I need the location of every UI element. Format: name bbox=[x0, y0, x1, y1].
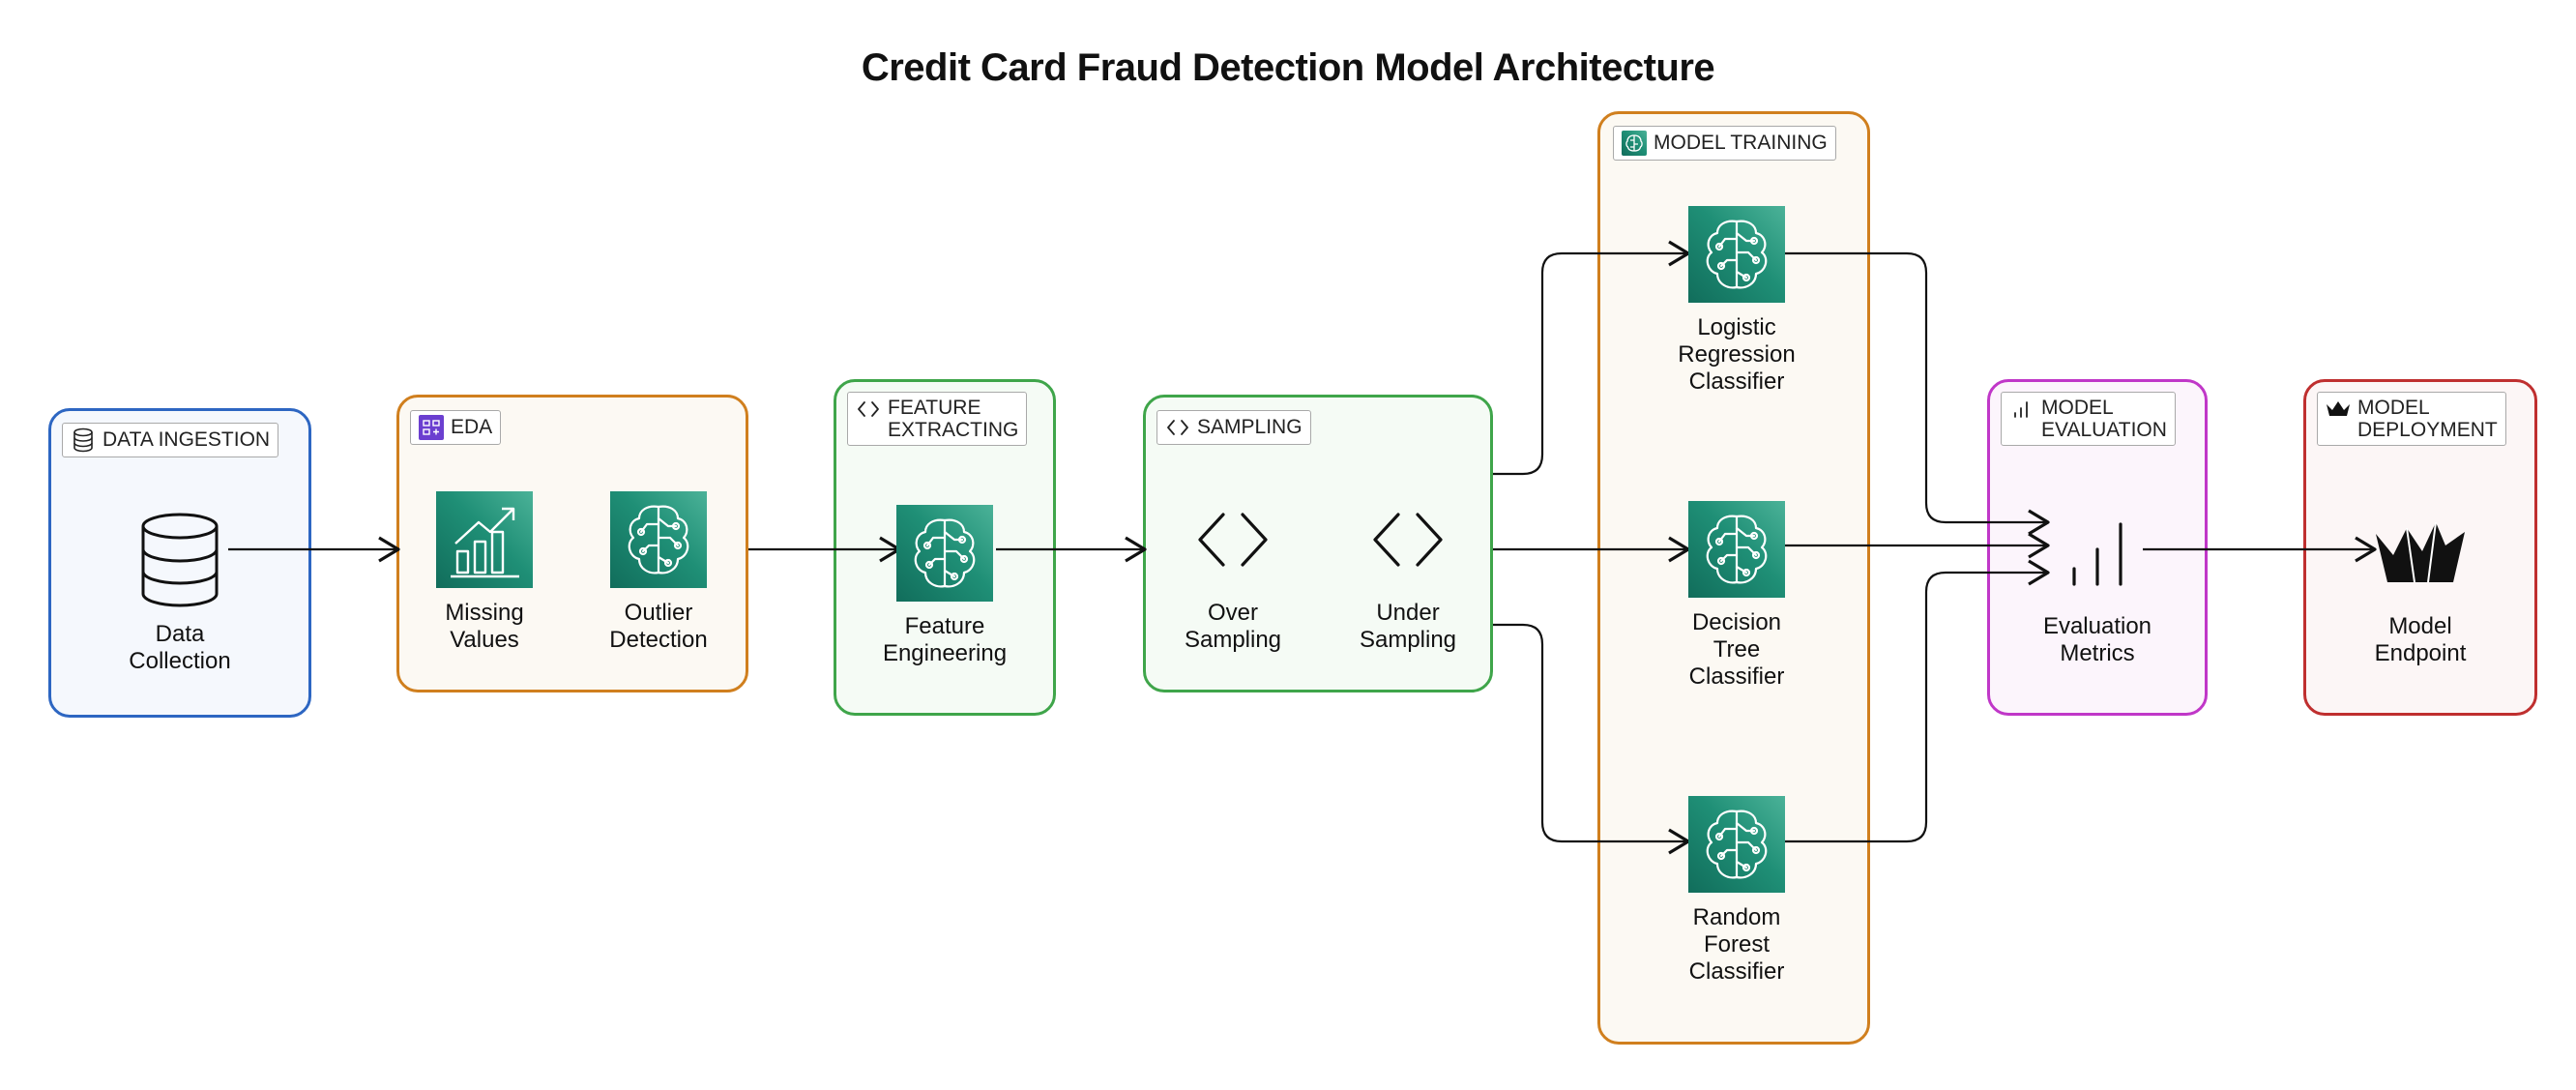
over-sampling-label-line2: Sampling bbox=[1184, 627, 1282, 653]
evaluation-metrics-label-line2: Metrics bbox=[2060, 640, 2135, 666]
random-forest-label-line2: Forest bbox=[1703, 931, 1770, 957]
crown-icon bbox=[2372, 505, 2469, 602]
feature-extracting-tag: FEATURE EXTRACTING bbox=[847, 392, 1028, 447]
data-collection-label-line1: Data bbox=[155, 621, 205, 647]
model-deployment-tag: MODEL DEPLOYMENT bbox=[2317, 392, 2506, 447]
code-brackets-icon bbox=[856, 397, 881, 422]
model-endpoint-label-line2: Endpoint bbox=[2374, 640, 2467, 666]
brain-chip-icon bbox=[1688, 796, 1785, 893]
evaluation-metrics-label: Evaluation Metrics bbox=[2001, 613, 2194, 667]
model-evaluation-label-line1: MODEL bbox=[2041, 397, 2114, 419]
outlier-detection-label: Outlier Detection bbox=[562, 600, 755, 654]
random-forest-label-line1: Random bbox=[1692, 904, 1781, 930]
arrow-forest-to-evaluation bbox=[1785, 559, 2050, 843]
feature-extracting-label-line2: EXTRACTING bbox=[888, 419, 1019, 442]
model-training-tag: MODEL TRAINING bbox=[1613, 126, 1836, 161]
code-brackets-icon bbox=[1165, 415, 1190, 440]
eda-tag: EDA bbox=[410, 410, 502, 445]
decision-tree-label: Decision Tree Classifier bbox=[1640, 609, 1833, 691]
eda-icon bbox=[419, 415, 444, 440]
model-evaluation-label: MODEL EVALUATION bbox=[2041, 397, 2167, 441]
data-collection-label-line2: Collection bbox=[129, 648, 231, 674]
missing-values-label-line1: Missing bbox=[445, 600, 524, 626]
outlier-detection-label-line1: Outlier bbox=[624, 600, 693, 626]
under-sampling-label-line2: Sampling bbox=[1359, 627, 1457, 653]
model-evaluation-label-line2: EVALUATION bbox=[2041, 419, 2167, 442]
sampling-tag: SAMPLING bbox=[1156, 410, 1311, 445]
under-sampling-label-line1: Under bbox=[1376, 600, 1440, 626]
brain-chip-icon bbox=[610, 491, 707, 588]
growth-chart-icon bbox=[436, 491, 533, 588]
brain-chip-icon bbox=[1688, 206, 1785, 303]
model-endpoint-label-line1: Model bbox=[2388, 613, 2452, 639]
code-brackets-icon bbox=[1360, 491, 1456, 588]
data-collection-label: Data Collection bbox=[83, 621, 277, 675]
database-icon bbox=[132, 513, 228, 609]
under-sampling-label: Under Sampling bbox=[1311, 600, 1505, 654]
diagram-title: Credit Card Fraud Detection Model Archit… bbox=[861, 46, 1715, 89]
missing-values-label: Missing Values bbox=[388, 600, 581, 654]
arrow-sampling-to-logistic bbox=[1493, 240, 1690, 476]
brain-chip-icon bbox=[1688, 501, 1785, 598]
feature-engineering-label: Feature Engineering bbox=[848, 613, 1041, 667]
bar-chart-icon bbox=[2009, 397, 2034, 422]
database-icon bbox=[71, 427, 96, 453]
feature-extracting-label: FEATURE EXTRACTING bbox=[888, 397, 1018, 441]
logistic-regression-label: Logistic Regression Classifier bbox=[1640, 314, 1833, 396]
random-forest-label: Random Forest Classifier bbox=[1640, 904, 1833, 986]
code-brackets-icon bbox=[1185, 491, 1281, 588]
over-sampling-label: Over Sampling bbox=[1136, 600, 1330, 654]
model-training-label: MODEL TRAINING bbox=[1654, 132, 1828, 155]
arrow-sampling-to-forest bbox=[1493, 623, 1690, 855]
data-ingestion-tag: DATA INGESTION bbox=[62, 423, 279, 457]
eda-label: EDA bbox=[451, 416, 493, 439]
outlier-detection-label-line2: Detection bbox=[609, 627, 708, 653]
sampling-label: SAMPLING bbox=[1197, 416, 1303, 439]
feature-extracting-label-line1: FEATURE bbox=[888, 397, 981, 419]
decision-tree-label-line3: Classifier bbox=[1688, 663, 1785, 690]
feature-engineering-label-line2: Engineering bbox=[882, 640, 1008, 666]
data-ingestion-group bbox=[48, 408, 311, 718]
crown-icon bbox=[2326, 397, 2351, 422]
evaluation-metrics-label-line1: Evaluation bbox=[2042, 613, 2152, 639]
brain-chip-icon bbox=[1622, 131, 1647, 156]
model-evaluation-tag: MODEL EVALUATION bbox=[2001, 392, 2176, 447]
bar-chart-icon bbox=[2049, 505, 2146, 602]
missing-values-label-line2: Values bbox=[450, 627, 519, 653]
data-ingestion-label: DATA INGESTION bbox=[102, 428, 271, 452]
logistic-regression-label-line3: Classifier bbox=[1688, 368, 1785, 395]
model-deployment-label: MODEL DEPLOYMENT bbox=[2357, 397, 2498, 441]
arrow-logistic-to-evaluation bbox=[1785, 251, 2050, 536]
decision-tree-label-line2: Tree bbox=[1712, 636, 1761, 663]
logistic-regression-label-line2: Regression bbox=[1678, 341, 1796, 368]
model-deployment-label-line1: MODEL bbox=[2357, 397, 2430, 419]
model-deployment-label-line2: DEPLOYMENT bbox=[2357, 419, 2498, 442]
decision-tree-label-line1: Decision bbox=[1691, 609, 1782, 635]
feature-engineering-label-line1: Feature bbox=[904, 613, 985, 639]
model-endpoint-label: Model Endpoint bbox=[2324, 613, 2517, 667]
random-forest-label-line3: Classifier bbox=[1688, 958, 1785, 985]
logistic-regression-label-line1: Logistic bbox=[1697, 314, 1776, 340]
brain-chip-icon bbox=[896, 505, 993, 602]
over-sampling-label-line1: Over bbox=[1207, 600, 1258, 626]
